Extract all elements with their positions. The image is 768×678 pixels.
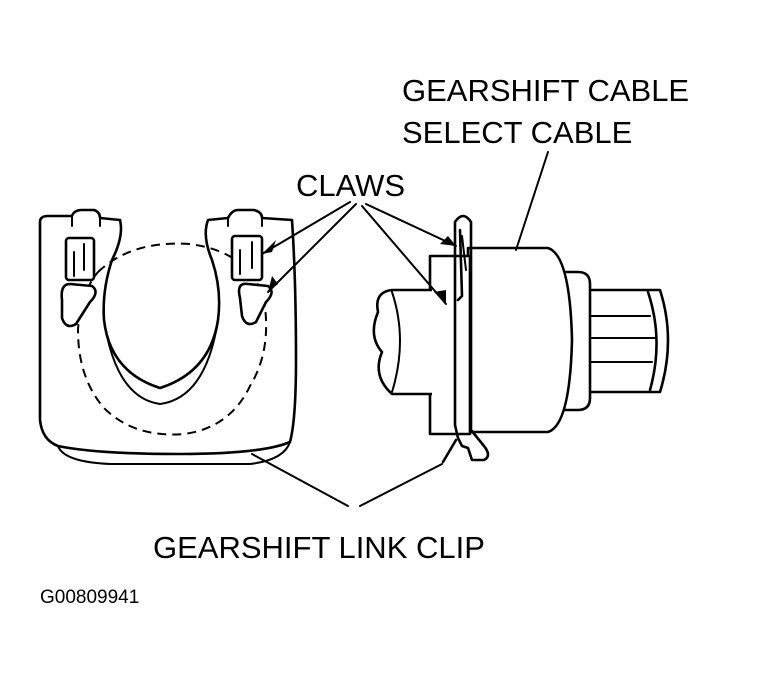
- leader-lines: [251, 151, 549, 507]
- link-clip-front: [38, 208, 298, 465]
- claws-label: CLAWS: [296, 168, 405, 203]
- arrow-heads: [262, 236, 456, 304]
- cable-shaft: [558, 288, 670, 394]
- cable-label-line1: GEARSHIFT CABLE: [402, 73, 689, 108]
- link-clip-side: [441, 214, 490, 464]
- link-clip-label: GEARSHIFT LINK CLIP: [153, 530, 485, 565]
- select-cable-cylinder: [372, 288, 432, 396]
- figure-id: G00809941: [40, 587, 139, 608]
- cable-label-line2: SELECT CABLE: [402, 115, 632, 150]
